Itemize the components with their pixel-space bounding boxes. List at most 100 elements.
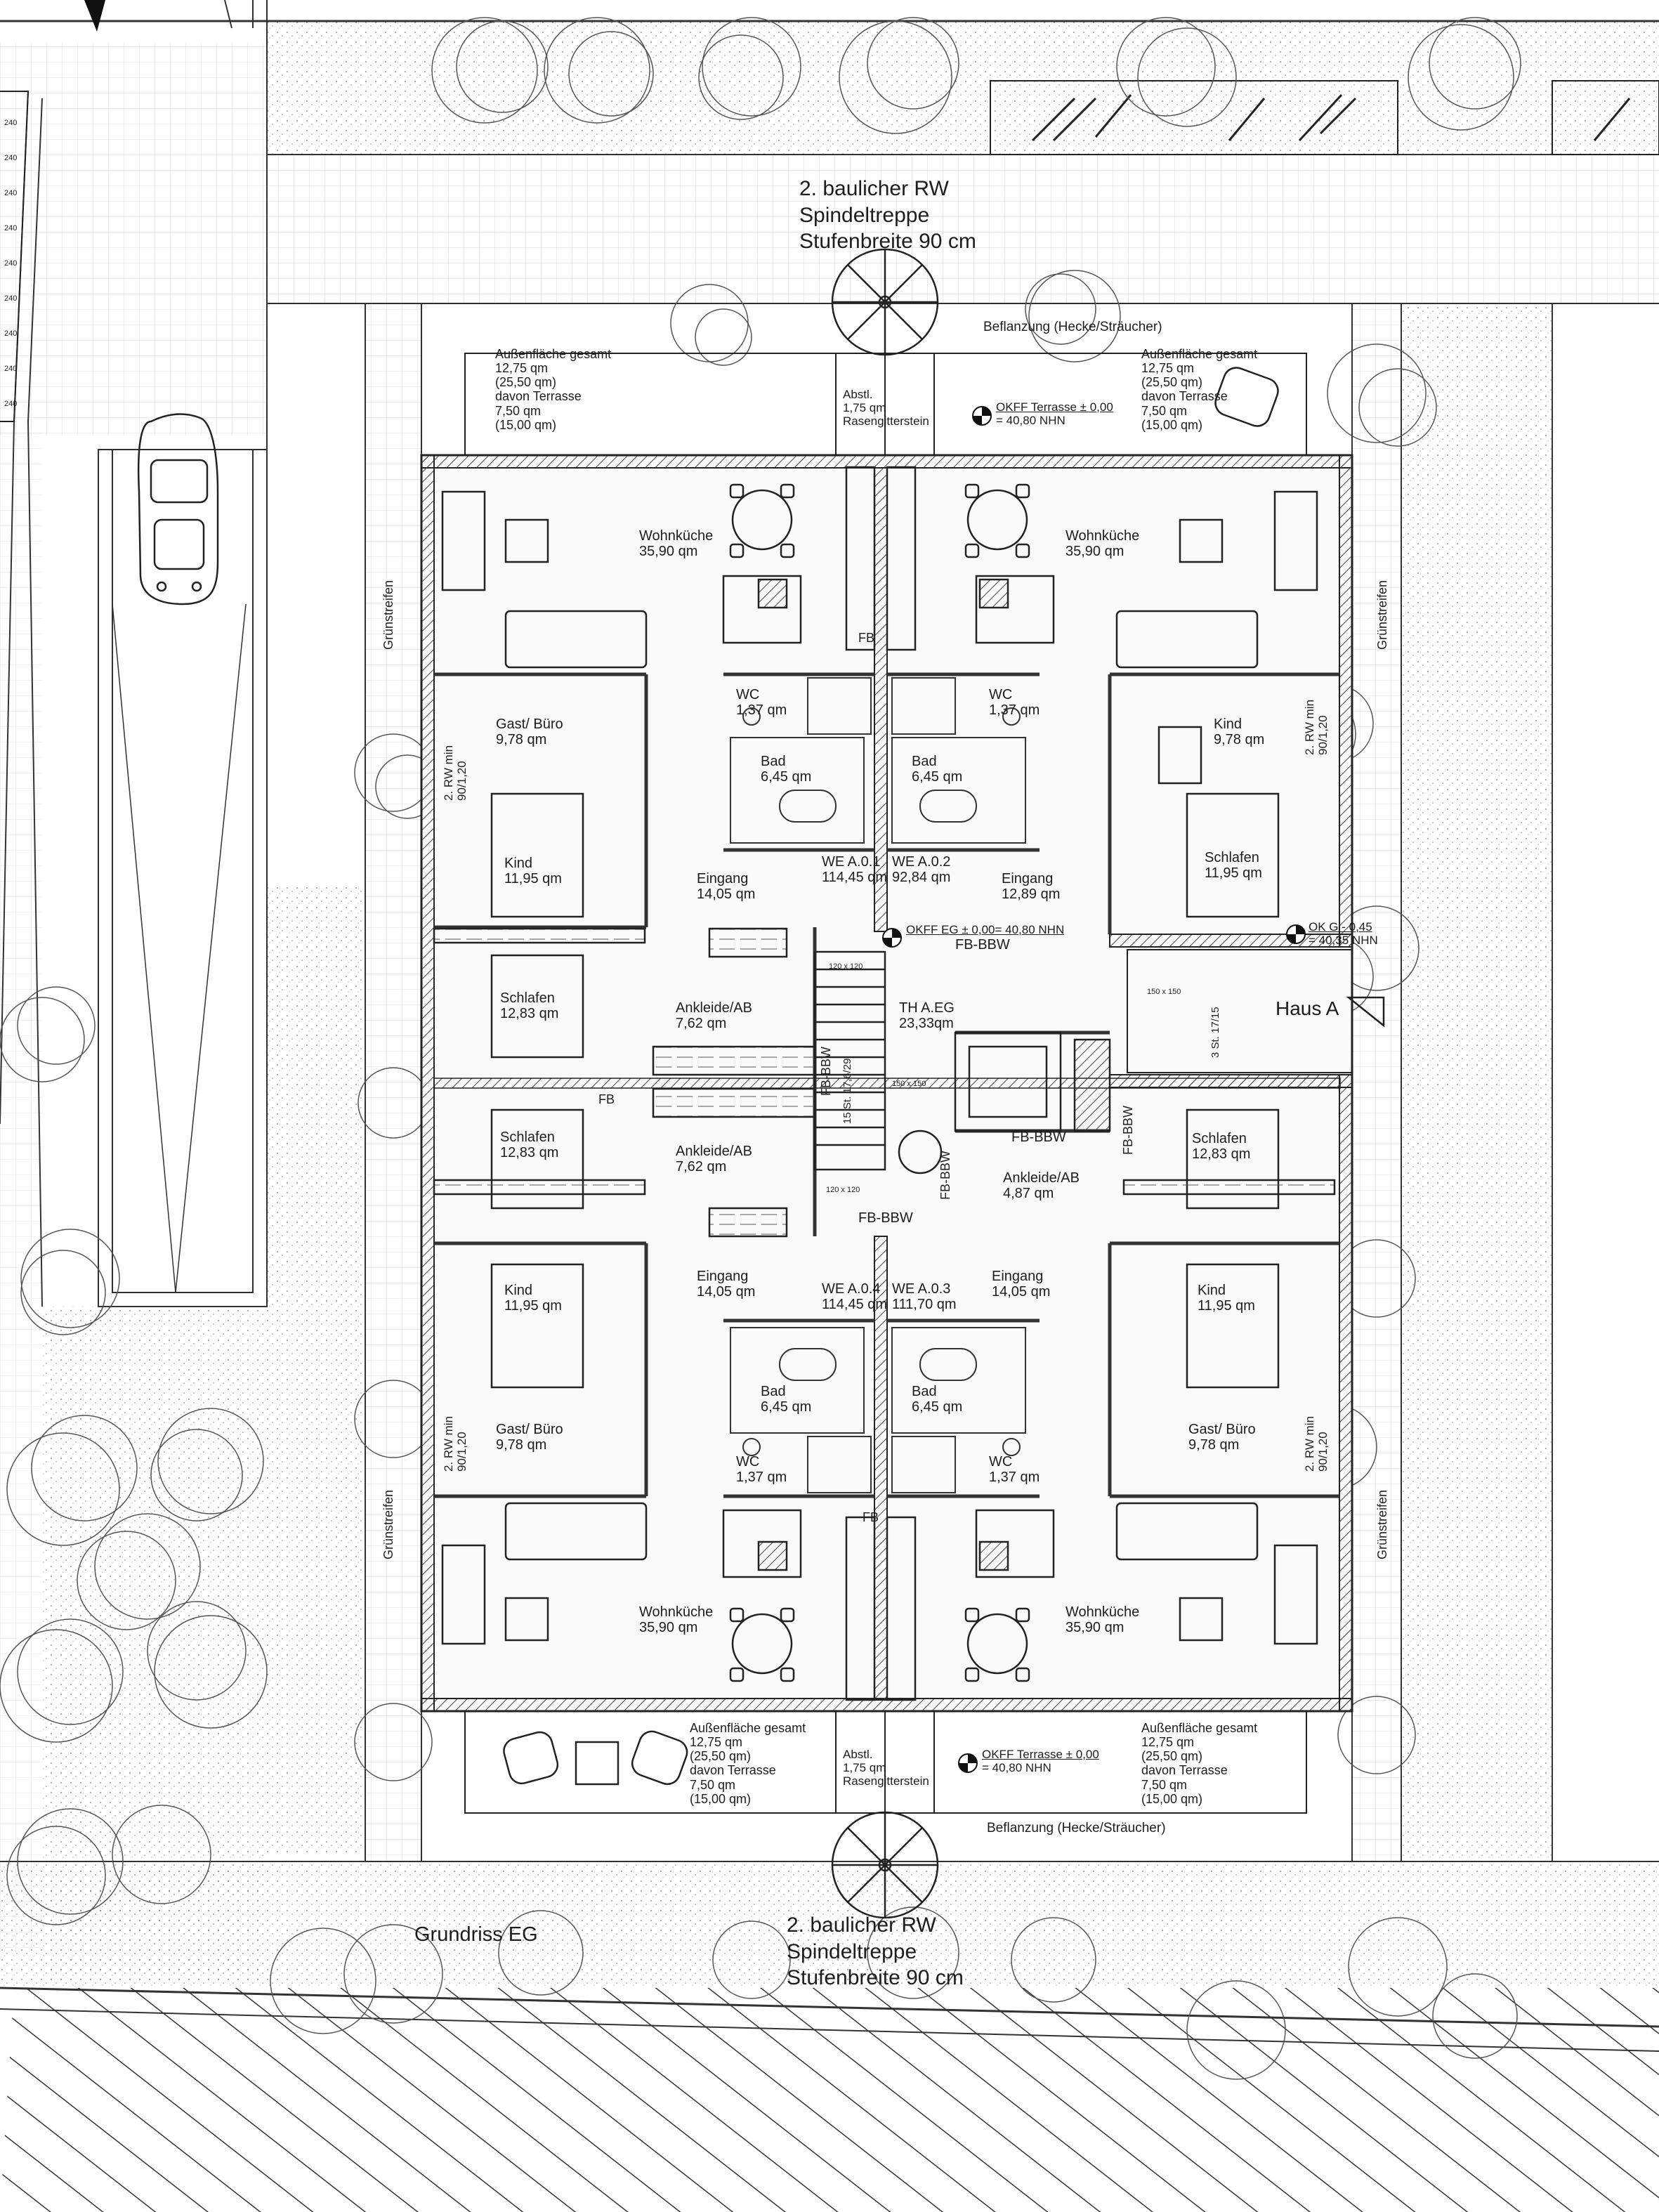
level-markers: [882, 406, 1306, 1773]
bike-racks: [990, 80, 1659, 155]
level-eg: OKFF EG ± 0,00= 40,80 NHN: [906, 923, 1065, 936]
fb-tag: FB: [858, 631, 875, 645]
parking-stall-numbers: 240 240 240 240 240 240 240 240 240: [4, 105, 17, 421]
stair-note-bottom: 2. baulicher RW Spindeltreppe Stufenbrei…: [787, 1913, 964, 1989]
green-strip-label: Grünstreifen: [381, 1489, 395, 1559]
stair-core: [813, 950, 1111, 1174]
fbbbw-tag: FB-BBW: [1011, 1130, 1066, 1145]
kitchens: [722, 466, 1055, 1701]
green-strip-label: Grünstreifen: [1375, 1489, 1389, 1559]
fbbbw-tag: FB-BBW: [955, 937, 1010, 953]
wardrobes: [433, 927, 1336, 1238]
stall-number: 240: [4, 259, 18, 268]
fb-tag: FB: [863, 1510, 879, 1524]
house-label: Haus A: [1276, 997, 1339, 1019]
stall-number: 240: [4, 119, 18, 127]
fbbbw-tag: FB-BBW: [1121, 1106, 1135, 1155]
stall-number: 240: [4, 400, 18, 408]
stall-number: 240: [4, 365, 18, 373]
stall-number: 240: [4, 294, 18, 303]
entrance-area: [1127, 949, 1385, 1073]
stall-number: 240: [4, 154, 18, 162]
fbbbw-tag: FB-BBW: [938, 1151, 952, 1200]
terrace-furniture: [503, 367, 1279, 1786]
dim-150-tag: 150 x 150: [1147, 988, 1181, 996]
living-furniture: [441, 490, 1318, 1645]
parking-strip: [0, 91, 29, 422]
plan-title: Grundriss EG: [414, 1923, 538, 1946]
green-strip-label: Grünstreifen: [381, 580, 395, 650]
stall-number: 240: [4, 329, 18, 338]
fb-tag: FB: [598, 1092, 615, 1106]
stair-note-top: 2. baulicher RW Spindeltreppe Stufenbrei…: [799, 177, 976, 253]
fbbbw-tag: FB-BBW: [819, 1047, 833, 1096]
dim-120-tag: 120 x 120: [829, 962, 863, 971]
fbbbw-tag: FB-BBW: [858, 1210, 913, 1226]
planting-label-bottom: Beflanzung (Hecke/Sträucher): [987, 1821, 1166, 1835]
stair-main-tag: 15 St. 17,6/29: [841, 1058, 853, 1124]
level-terrace-top: OKFF Terrasse ± 0,00= 40,80 NHN: [996, 400, 1113, 428]
dim-150-tag: 150 x 150: [892, 1080, 926, 1088]
planting-label-top: Beflanzung (Hecke/Sträucher): [983, 320, 1162, 334]
stall-number: 240: [4, 189, 18, 197]
beds: [490, 726, 1280, 1389]
green-strip-label: Grünstreifen: [1375, 580, 1389, 650]
level-terrace-bottom: OKFF Terrasse ± 0,00= 40,80 NHN: [982, 1748, 1099, 1775]
stall-number: 240: [4, 224, 18, 233]
bathroom-fixtures: [730, 677, 1026, 1493]
spiral-stairs: [831, 248, 939, 1919]
car-symbol: [137, 413, 219, 606]
stair-steps-tag: 3 St. 17/15: [1209, 1007, 1221, 1058]
building: [420, 454, 1353, 1713]
dim-120-tag: 120 x 120: [826, 1186, 860, 1194]
site-surfaces: [0, 21, 1659, 2212]
dining-tables: [729, 483, 1030, 1682]
level-ground: OK G - 0,45= 40,35 NHN: [1309, 920, 1378, 948]
north-arrow-icon: [84, 0, 105, 32]
